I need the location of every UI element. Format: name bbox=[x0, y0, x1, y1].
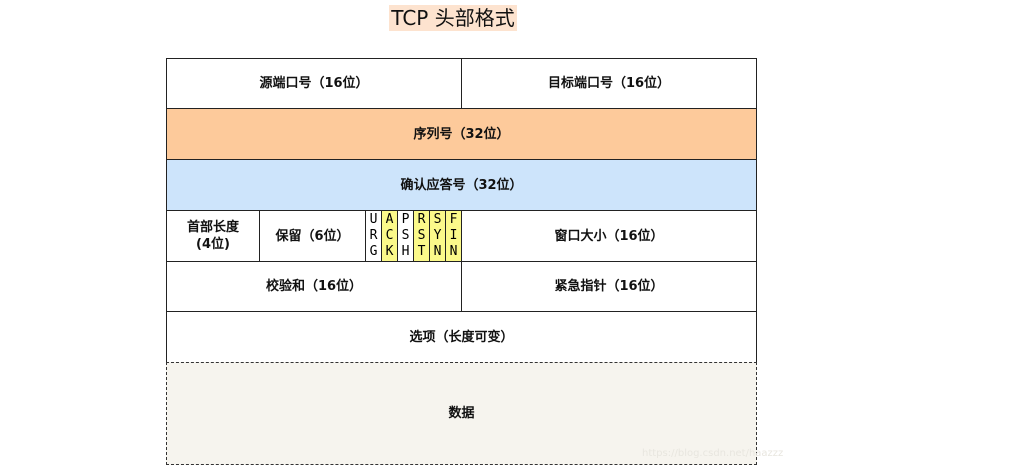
sequence-number-field: 序列号（32位） bbox=[166, 108, 757, 160]
header-length-label: 首部长度 bbox=[186, 220, 239, 235]
flag-letter: S bbox=[401, 228, 410, 243]
flag-letter: S bbox=[433, 212, 442, 227]
options-field: 选项（长度可变） bbox=[166, 311, 757, 363]
reserved-field: 保留（6位） bbox=[259, 210, 366, 262]
flag-letter: P bbox=[401, 212, 410, 227]
flag-letter: T bbox=[417, 244, 426, 259]
flag-letter: G bbox=[369, 244, 378, 259]
flag-letter: K bbox=[385, 244, 394, 259]
header-length-bits: (4位) bbox=[196, 237, 230, 252]
flag-letter: A bbox=[385, 212, 394, 227]
watermark: https://blog.csdn.net/haazzz bbox=[642, 448, 784, 459]
window-size-field: 窗口大小（16位） bbox=[461, 210, 757, 262]
source-port-field: 源端口号（16位） bbox=[166, 58, 462, 109]
diagram-title: TCP 头部格式 bbox=[389, 5, 517, 31]
checksum-field: 校验和（16位） bbox=[166, 261, 462, 312]
flag-letter: N bbox=[433, 244, 442, 259]
flag-letter: C bbox=[385, 228, 394, 243]
flag-letter: F bbox=[449, 212, 458, 227]
flag-letter: U bbox=[369, 212, 378, 227]
flag-letter: R bbox=[369, 228, 378, 243]
destination-port-field: 目标端口号（16位） bbox=[461, 58, 757, 109]
flag-letter: S bbox=[417, 228, 426, 243]
flag-letter: N bbox=[449, 244, 458, 259]
ack-number-field: 确认应答号（32位） bbox=[166, 159, 757, 211]
header-length-field: 首部长度 (4位) bbox=[166, 210, 260, 262]
flag-letter: H bbox=[401, 244, 410, 259]
flag-letter: I bbox=[449, 228, 458, 243]
flag-letter: R bbox=[417, 212, 426, 227]
flag-letter: Y bbox=[433, 228, 442, 243]
data-field: 数据 bbox=[166, 362, 757, 465]
urgent-pointer-field: 紧急指针（16位） bbox=[461, 261, 757, 312]
